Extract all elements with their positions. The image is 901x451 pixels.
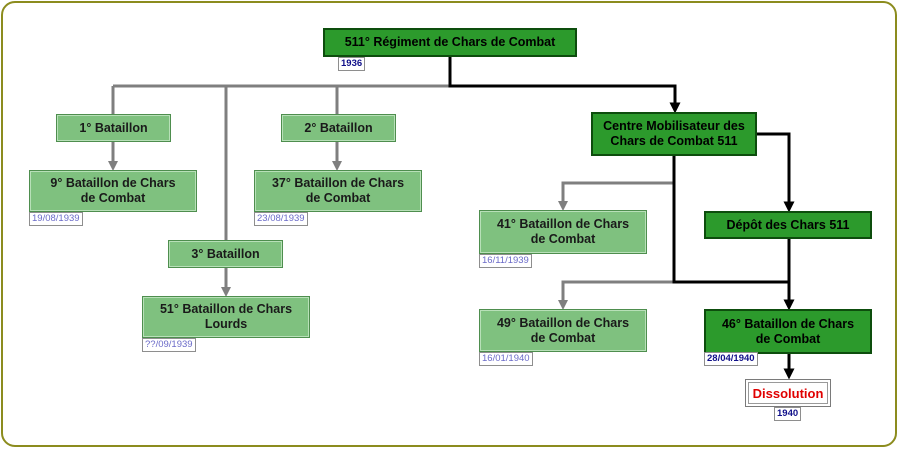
date-bcc-46: 28/04/1940 [704, 352, 758, 366]
node-bataillon-1-label: 1° Bataillon [79, 120, 148, 135]
node-bcc-49-label: 49° Bataillon de Chars de Combat [496, 315, 630, 345]
node-dissolution: Dissolution [745, 379, 831, 407]
date-bcc-49: 16/01/1940 [479, 352, 533, 366]
node-bcl-51: 51° Bataillon de Chars Lourds [142, 296, 310, 338]
date-dissolution: 1940 [774, 407, 802, 421]
node-bataillon-2-label: 2° Bataillon [304, 120, 373, 135]
node-bataillon-1: 1° Bataillon [56, 114, 171, 142]
node-bataillon-3-label: 3° Bataillon [191, 246, 260, 261]
date-regiment: 1936 [338, 57, 366, 71]
connector-cm-to-bcc-49 [558, 280, 674, 310]
node-bcc-46-label: 46° Bataillon de Chars de Combat [721, 316, 855, 346]
black-connectors [448, 57, 795, 380]
node-depot-511: Dépôt des Chars 511 [704, 211, 872, 239]
date-bcl-51: ??/09/1939 [142, 338, 196, 352]
node-bataillon-3: 3° Bataillon [168, 240, 283, 268]
connector-cm-to-depot [756, 132, 795, 213]
node-bataillon-2: 2° Bataillon [281, 114, 396, 142]
node-bcc-49: 49° Bataillon de Chars de Combat [479, 309, 647, 352]
node-bcc-41: 41° Bataillon de Chars de Combat [479, 210, 647, 254]
node-bcc-37-label: 37° Bataillon de Chars de Combat [271, 176, 405, 205]
node-bcc-37: 37° Bataillon de Chars de Combat [254, 170, 422, 212]
node-bcc-41-label: 41° Bataillon de Chars de Combat [496, 217, 630, 246]
node-bcc-9-label: 9° Bataillon de Chars de Combat [50, 176, 176, 205]
node-bcl-51-label: 51° Bataillon de Chars Lourds [159, 302, 293, 331]
date-bcc-9: 19/08/1939 [29, 212, 83, 226]
node-dissolution-label: Dissolution [752, 385, 824, 401]
date-bcc-41: 16/11/1939 [479, 254, 532, 268]
node-regiment-label: 511° Régiment de Chars de Combat [344, 35, 556, 49]
node-bcc-46: 46° Bataillon de Chars de Combat [704, 309, 872, 354]
date-bcc-37: 23/08/1939 [254, 212, 308, 226]
node-depot-511-label: Dépôt des Chars 511 [726, 217, 850, 232]
connector-cm-to-bcc-41 [558, 181, 674, 211]
node-regiment: 511° Régiment de Chars de Combat [323, 28, 577, 57]
connector-regiment-to-cm [448, 57, 681, 114]
node-cm-511-label: Centre Mobilisateur des Chars de Combat … [603, 119, 745, 148]
node-cm-511: Centre Mobilisateur des Chars de Combat … [591, 112, 757, 156]
node-bcc-9: 9° Bataillon de Chars de Combat [29, 170, 197, 212]
